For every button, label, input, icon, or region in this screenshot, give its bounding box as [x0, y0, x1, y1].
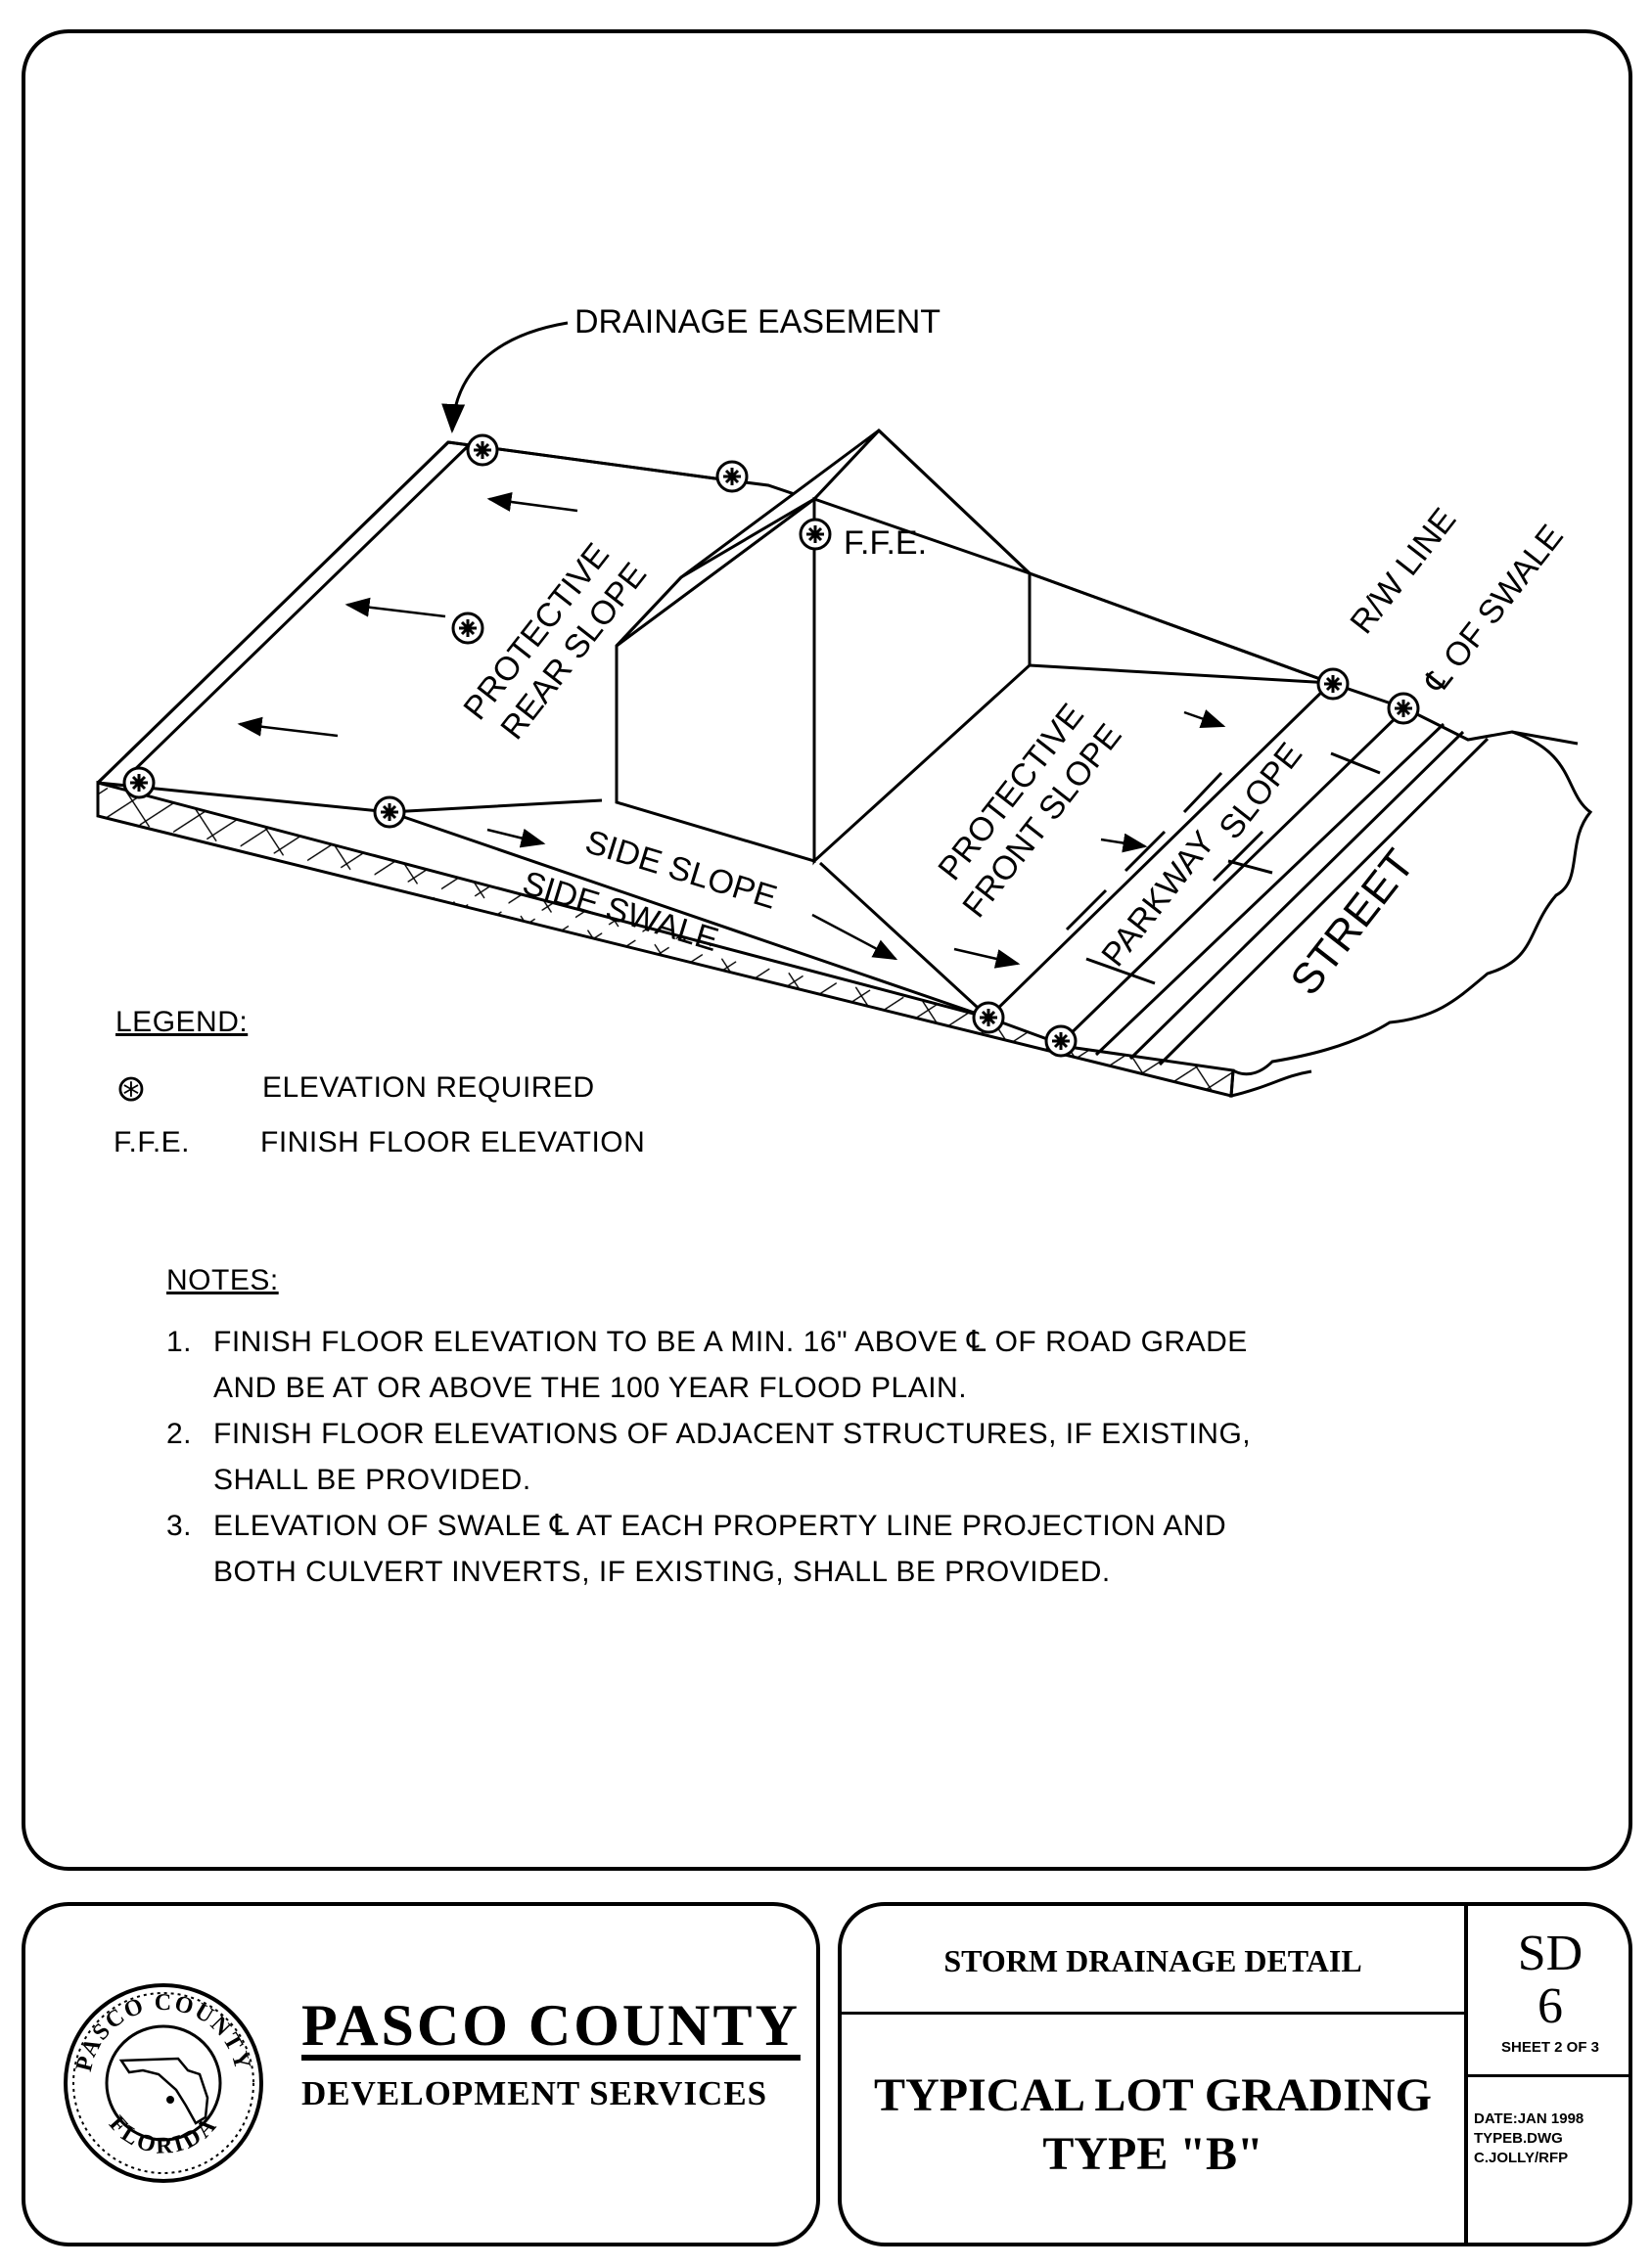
note-item: 2. FINISH FLOOR ELEVATIONS OF ADJACENT ST…: [166, 1411, 1341, 1503]
seal-bottom-text: FLORIDA: [104, 2111, 220, 2159]
label-rw-line: R/W LINE: [1343, 501, 1463, 640]
note-item: 1. FINISH FLOOR ELEVATION TO BE A MIN. 16…: [166, 1319, 1341, 1411]
elevation-marker: [715, 460, 749, 493]
elevation-marker: [1044, 1024, 1078, 1058]
detail-type: STORM DRAINAGE DETAIL: [943, 1943, 1362, 1978]
elevation-markers: [122, 433, 1420, 1058]
note-item: 3. ELEVATION OF SWALE ℄ AT EACH PROPERTY …: [166, 1503, 1341, 1595]
sheet-count: SHEET 2 OF 3: [1500, 2039, 1600, 2056]
divider: [1466, 2074, 1630, 2077]
drawing-title-box: [838, 1902, 1632, 2246]
elevation-marker: [466, 433, 499, 467]
legend-item: F.F.E. FINISH FLOOR ELEVATION: [114, 1115, 646, 1170]
divider: [840, 2012, 1466, 2015]
elevation-marker: [1387, 692, 1420, 725]
ground-slab: [96, 440, 1593, 1098]
easement-leader: [441, 321, 569, 433]
house: [615, 428, 1032, 866]
elevation-marker: [972, 1001, 1005, 1034]
svg-text:FLORIDA: FLORIDA: [104, 2111, 223, 2159]
sheet-file: TYPEB.DWG: [1474, 2130, 1563, 2147]
legend: LEGEND: ⊛ ELEVATION REQUIRED F.F.E. FINI…: [114, 1006, 646, 1170]
elevation-marker: [451, 612, 484, 645]
drawing-title-line-1: TYPICAL LOT GRADING: [874, 2069, 1432, 2121]
sheet-date: DATE:JAN 1998: [1474, 2110, 1584, 2127]
drawing-border: [22, 29, 1632, 1871]
elevation-symbol-icon: ⊛: [115, 1067, 148, 1110]
legend-text: FINISH FLOOR ELEVATION: [260, 1126, 646, 1158]
note-text: FINISH FLOOR ELEVATION TO BE A MIN. 16" …: [213, 1326, 1248, 1404]
county-seal-icon: PASCO COUNTY FLORIDA: [64, 1983, 263, 2183]
note-number: 2.: [166, 1418, 193, 1450]
department-name: DEVELOPMENT SERVICES: [301, 2074, 768, 2112]
legend-item: ⊛ ELEVATION REQUIRED: [115, 1061, 645, 1115]
county-name: PASCO COUNTY: [301, 1993, 801, 2058]
elevation-marker: [122, 766, 156, 799]
label-drainage-easement: DRAINAGE EASEMENT: [574, 303, 941, 340]
lot-grading-diagram: DRAINAGE EASEMENT F.F.E. PROTECTIVE REAR…: [96, 303, 1593, 1098]
note-text: FINISH FLOOR ELEVATIONS OF ADJACENT STRU…: [213, 1418, 1252, 1496]
parkway-dashes: [1065, 751, 1381, 985]
county-title-box: [22, 1902, 820, 2246]
notes-title: NOTES:: [166, 1264, 279, 1296]
legend-text: ELEVATION REQUIRED: [262, 1071, 595, 1104]
drawing-title: TYPICAL LOT GRADING TYPE "B": [840, 2066, 1466, 2184]
svg-text:PASCO COUNTY: PASCO COUNTY: [71, 1990, 255, 2074]
seal-top-text: PASCO COUNTY: [71, 1990, 253, 2074]
sheet-meta: DATE:JAN 1998 TYPEB.DWG C.JOLLY/RFP: [1474, 2109, 1583, 2168]
legend-title: LEGEND:: [115, 1006, 249, 1038]
label-ffe: F.F.E.: [844, 524, 927, 562]
note-number: 3.: [166, 1510, 193, 1542]
sheet-code-number: 6: [1537, 1978, 1563, 2034]
legend-symbol: F.F.E.: [114, 1126, 191, 1158]
elevation-marker: [799, 518, 832, 551]
sheet-code: SD 6: [1468, 1928, 1632, 2033]
elevation-marker: [1316, 667, 1350, 701]
drawing-title-line-2: TYPE "B": [1042, 2128, 1263, 2180]
note-text: ELEVATION OF SWALE ℄ AT EACH PROPERTY LI…: [213, 1510, 1227, 1588]
elevation-marker: [373, 795, 406, 829]
sheet-author: C.JOLLY/RFP: [1474, 2150, 1569, 2166]
notes: NOTES: 1. FINISH FLOOR ELEVATION TO BE A …: [166, 1264, 1341, 1595]
slope-arrows: [237, 492, 1226, 969]
note-number: 1.: [166, 1326, 193, 1358]
sheet-code-prefix: SD: [1517, 1926, 1583, 1981]
